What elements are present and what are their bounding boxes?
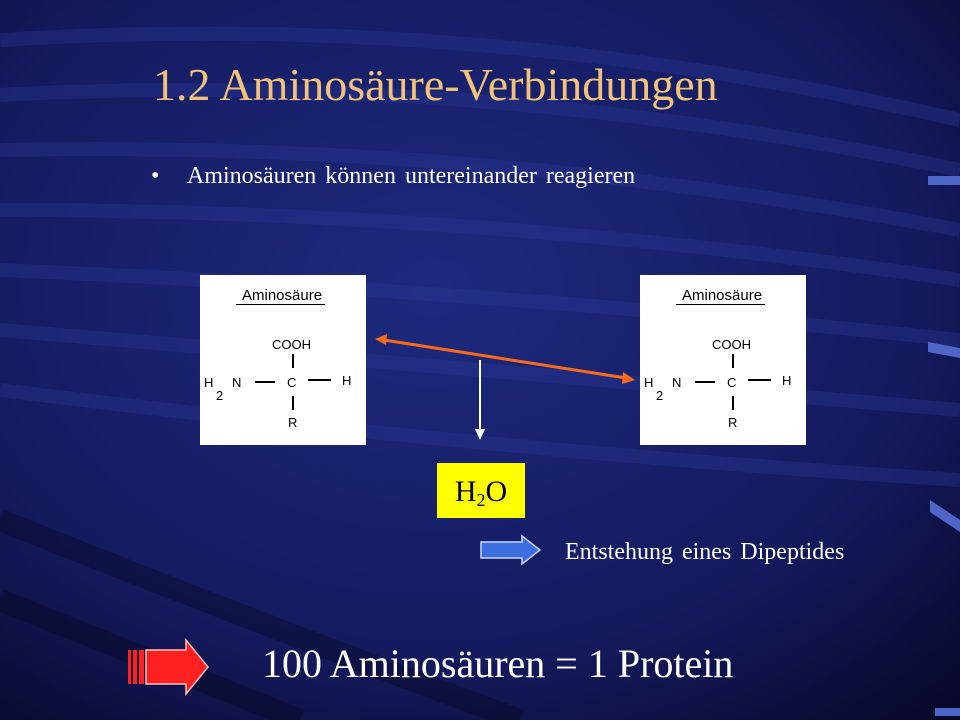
- dipeptide-formation-text: Entstehung eines Dipeptides: [565, 539, 845, 565]
- water-oxygen: O: [485, 475, 508, 508]
- bond-line: [732, 354, 734, 368]
- nitrogen-label: N: [672, 375, 682, 390]
- residue-label: R: [728, 415, 738, 430]
- carbon-label: C: [727, 375, 737, 390]
- nitrogen-label: N: [232, 375, 242, 390]
- hydrogen-right-label: H: [342, 373, 352, 388]
- bond-line: [748, 379, 771, 381]
- amino-acid-card-right: Aminosäure COOH H 2 N C H R: [640, 275, 806, 445]
- slide-title: 1.2 Aminosäure-Verbindungen: [153, 59, 718, 110]
- bond-line: [695, 381, 715, 383]
- bond-line: [292, 354, 294, 368]
- hydrogen-right-label: H: [782, 373, 792, 388]
- bond-line: [308, 379, 331, 381]
- amino-acid-card-left: Aminosäure COOH H 2 N C H R: [200, 275, 366, 445]
- carbon-label: C: [287, 375, 297, 390]
- bullet-text: Aminosäuren können untereinander reagier…: [187, 163, 636, 189]
- amino-acid-label: Aminosäure: [676, 288, 766, 305]
- water-hydrogen: H: [454, 475, 477, 508]
- water-subscript: 2: [476, 490, 486, 510]
- cooh-group: COOH: [272, 337, 311, 352]
- bond-line: [255, 381, 275, 383]
- subscript-two: 2: [656, 388, 664, 403]
- hydrogen-label: H: [644, 375, 654, 390]
- bond-line: [732, 396, 734, 410]
- amino-acid-label: Aminosäure: [236, 288, 326, 305]
- cooh-group: COOH: [712, 337, 751, 352]
- subscript-two: 2: [216, 388, 224, 403]
- hydrogen-label: H: [204, 375, 214, 390]
- bullet-point: •: [151, 163, 160, 189]
- bond-line: [292, 396, 294, 410]
- water-box: H2O: [437, 463, 525, 518]
- residue-label: R: [288, 415, 298, 430]
- protein-result-text: 100 Aminosäuren = 1 Protein: [262, 641, 734, 686]
